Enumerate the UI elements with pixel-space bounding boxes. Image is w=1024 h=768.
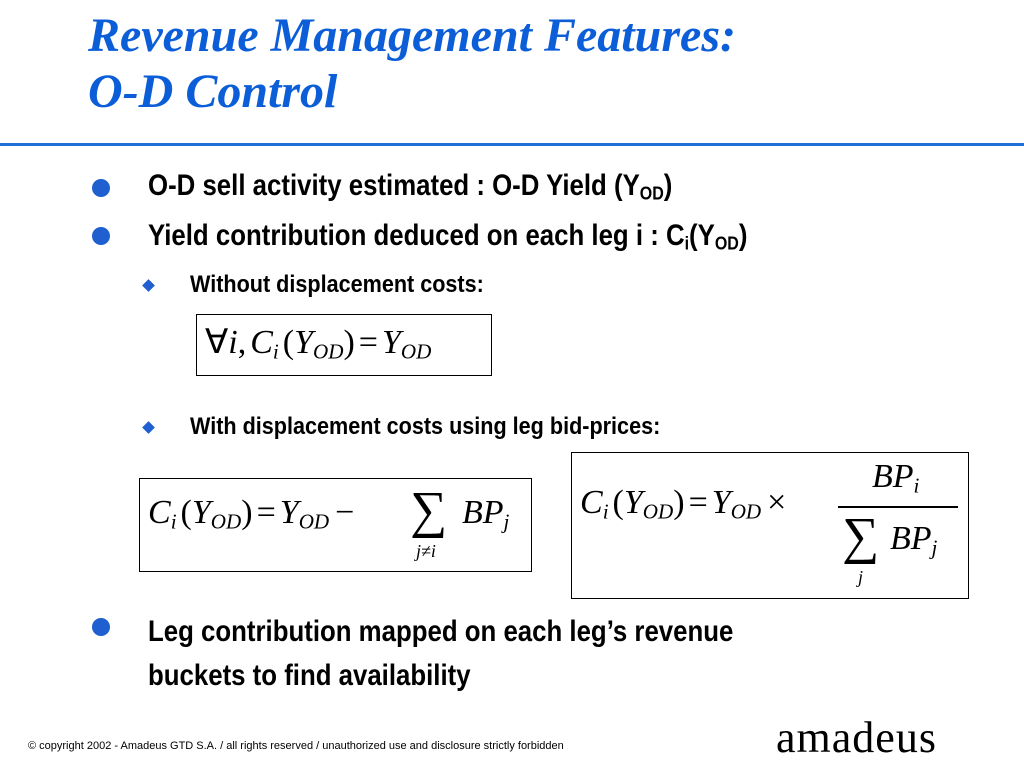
title-line-1: Revenue Management Features: [88,9,736,62]
bullet-dot-3 [92,618,110,636]
title-line-2: O-D Control [88,65,338,118]
subbullet-2: With displacement costs using leg bid-pr… [190,413,661,440]
subbullet-1: Without displacement costs: [190,271,484,298]
formula-box-1: ∀i,Ci(YOD)=YOD [196,314,492,376]
bullet-dot-2 [92,227,110,245]
slide-title: Revenue Management Features: O-D Control [88,8,988,120]
subbullet-diamond-1 [142,279,155,292]
copyright-footer: © copyright 2002 - Amadeus GTD S.A. / al… [28,740,564,752]
bullet-2: Yield contribution deduced on each leg i… [148,219,748,254]
bullet-1: O-D sell activity estimated : O-D Yield … [148,169,673,204]
sum-subscript-2: j [858,567,864,587]
fraction-bar [838,506,958,508]
sum-symbol: ∑ [410,482,448,539]
bullet-3: Leg contribution mapped on each leg’s re… [148,615,734,692]
amadeus-logo: amadeus [776,713,937,762]
bullet-dot-1 [92,179,110,197]
subbullet-diamond-2 [142,421,155,434]
sum-symbol-2: ∑ [842,508,880,565]
title-divider [0,143,1024,146]
formula-box-2: Ci(YOD)=YOD− ∑ j≠i BPj [139,478,532,572]
sum-subscript: j≠i [416,541,436,561]
formula-box-3: Ci(YOD)=YOD× BPi ∑ j BPj [571,452,969,599]
